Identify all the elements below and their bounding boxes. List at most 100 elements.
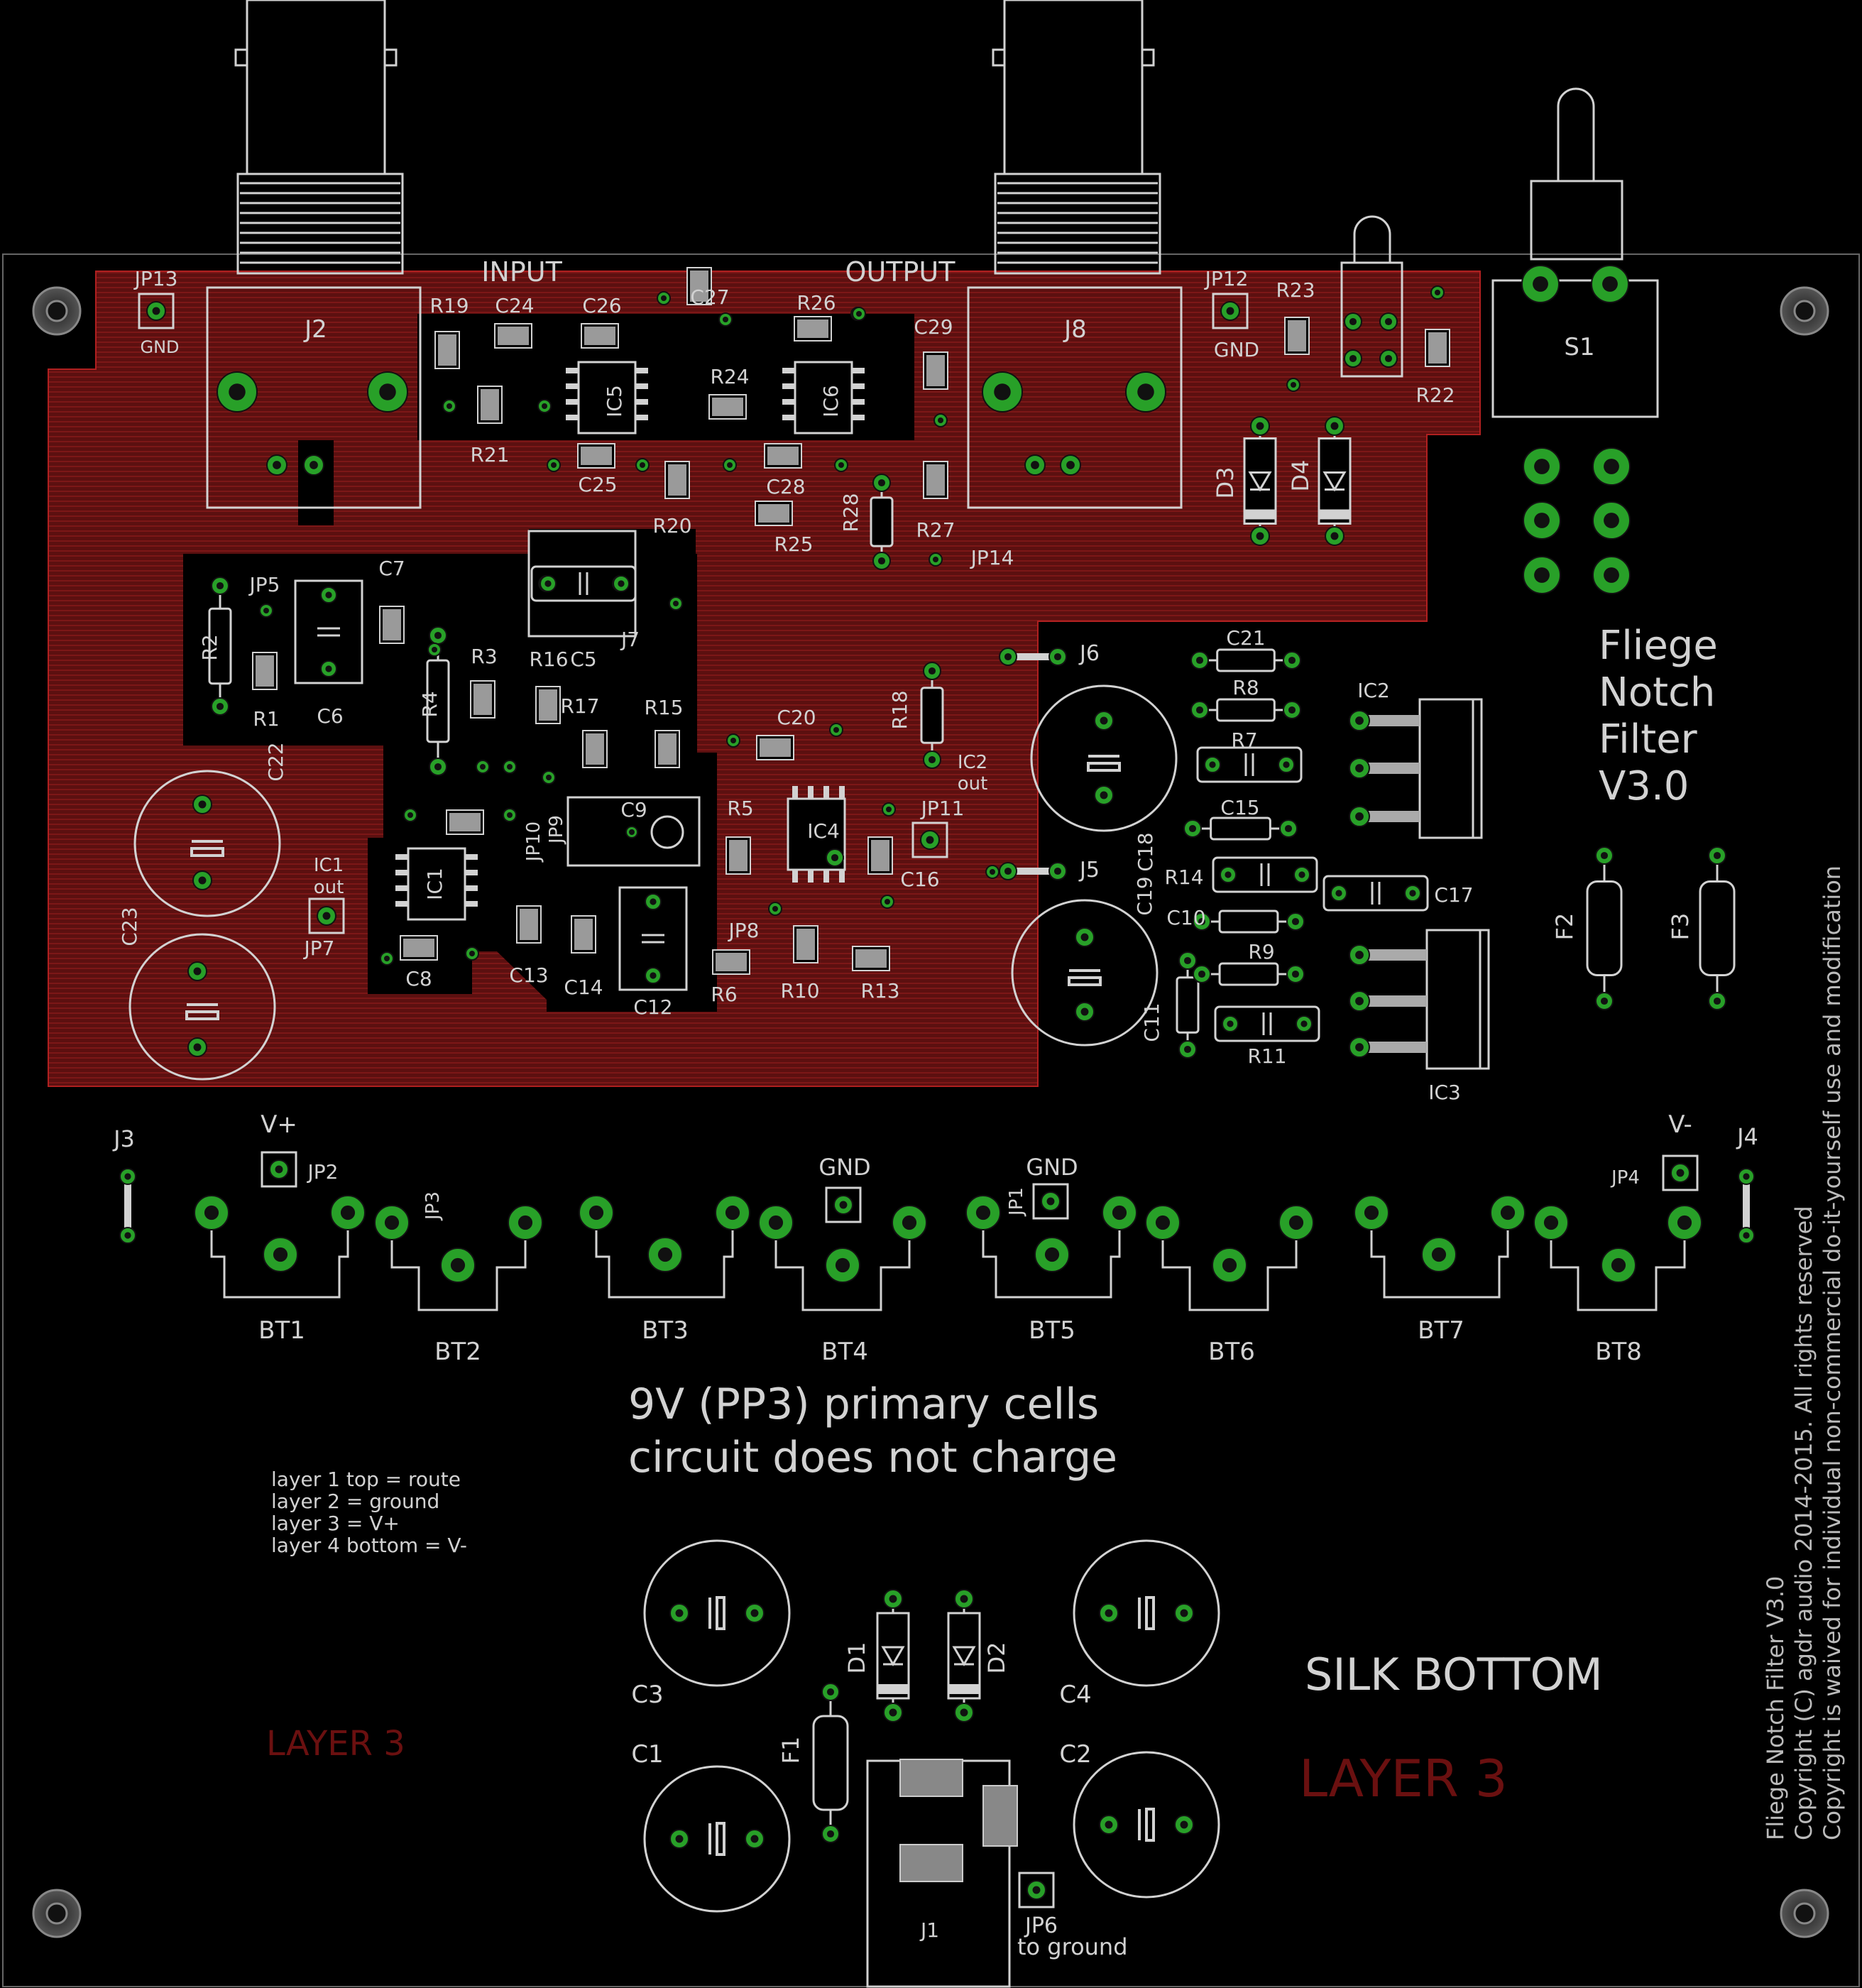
smd-body-part2 — [584, 327, 615, 345]
led-pad-1-drill — [1384, 317, 1393, 326]
axial-body-r4 — [426, 659, 450, 743]
ecap-pad-3-drill — [193, 1043, 202, 1052]
battery-pad-6-drill — [588, 1205, 604, 1220]
layer-note: layer 1 top = route layer 2 = ground lay… — [271, 1468, 467, 1557]
pad-f3-a-drill — [1713, 851, 1721, 860]
ecap-pad-8-drill — [675, 1609, 684, 1617]
label-r17: R17 — [560, 694, 599, 718]
smd-body-part30 — [449, 813, 481, 831]
label-j8: J8 — [1063, 315, 1087, 344]
ecap-pad-14-drill — [1105, 1820, 1113, 1829]
smd-body-part12 — [926, 464, 945, 496]
label-c23: C23 — [118, 907, 141, 946]
battery-pad-11-drill — [835, 1257, 850, 1273]
pad-f3-b-drill — [1713, 997, 1721, 1005]
label-jp5: JP5 — [248, 573, 280, 596]
label-r25: R25 — [774, 532, 813, 556]
switch-pad-1-drill — [1602, 276, 1618, 292]
via-7-drill — [542, 403, 547, 409]
battery-pad-5-drill — [450, 1257, 466, 1273]
ecap-pad-15-drill — [1180, 1820, 1188, 1829]
ecap-pad-5-drill — [1100, 791, 1108, 799]
label-d2: D2 — [983, 1642, 1010, 1674]
via-12-drill — [933, 557, 938, 562]
pad-d2-a-drill — [960, 1595, 968, 1603]
battery-pad-14-drill — [1044, 1247, 1060, 1262]
bnc-gnd-pad-1-drill — [310, 461, 318, 469]
smd-body-part20 — [658, 733, 677, 765]
axial-body-r28 — [870, 496, 894, 547]
via-1-drill — [723, 317, 728, 322]
via-18-drill — [407, 812, 413, 818]
panel-label-output: OUTPUT — [845, 256, 956, 288]
led-pad-2-drill — [1349, 354, 1357, 363]
toggle-switch-s1 — [1491, 87, 1659, 418]
wire-jumper-pad-a-1-drill — [1004, 867, 1012, 875]
smd-body-part24 — [520, 909, 538, 940]
axial-body-r2 — [208, 607, 232, 685]
bnc-pad-1-drill — [379, 383, 396, 400]
jumper-pad-1-drill — [1226, 307, 1234, 315]
pad-r12-2-drill — [1183, 1045, 1192, 1054]
pad-f2-b-drill — [1600, 997, 1609, 1005]
bnc-connector-j2 — [206, 0, 422, 509]
jumper-outline-7 — [1032, 1183, 1069, 1220]
film-cap-pad-b-3-drill — [1409, 890, 1416, 897]
film-cap-c6 — [294, 579, 363, 684]
film-cap-pad-b-4-drill — [1300, 1020, 1308, 1027]
pad-r18-1-drill — [928, 667, 936, 675]
bnc-connector-j8 — [967, 0, 1183, 509]
label-r7: R7 — [1231, 728, 1257, 752]
smd-body-part18 — [539, 689, 557, 721]
copyright-line-2: Copyright (C) agdr audio 2014-2015. All … — [1790, 1206, 1817, 1840]
smd-body-part3 — [690, 271, 708, 302]
pad-d1-k-drill — [889, 1708, 897, 1717]
label-d3: D3 — [1212, 467, 1239, 499]
via-22-drill — [833, 727, 839, 733]
jumper-pad-0-drill — [152, 307, 160, 315]
regulator-pad-1-drill — [1355, 764, 1364, 772]
bnc-pad-2-drill — [994, 383, 1011, 400]
fuse-body-f3 — [1699, 880, 1736, 976]
wire-link-pad-b-0-drill — [124, 1232, 131, 1239]
label-c6: C6 — [317, 704, 343, 728]
pad-f2-a-drill — [1600, 851, 1609, 860]
fuse-body-f2 — [1586, 880, 1623, 976]
label-ic4: IC4 — [807, 819, 840, 843]
label-j3: J3 — [112, 1125, 135, 1152]
pad-c21-a-drill — [544, 580, 552, 587]
label-out: out — [958, 773, 988, 794]
title-line-4: V3.0 — [1599, 763, 1689, 809]
battery-pad-9-drill — [768, 1215, 784, 1230]
label-gnd: GND — [1214, 338, 1259, 361]
label-bt2: BT2 — [434, 1338, 481, 1366]
via-29-drill — [1435, 290, 1440, 295]
via-19-drill — [507, 812, 513, 818]
diode-band-d4 — [1319, 509, 1350, 520]
label-c10: C10 — [1166, 906, 1205, 929]
label-ic1: IC1 — [314, 855, 344, 876]
smd-body-part8 — [581, 447, 612, 465]
film-cap-3 — [1322, 875, 1429, 912]
battery-pad-10-drill — [902, 1215, 917, 1230]
jumper-outline-4 — [1018, 1872, 1055, 1908]
jumper-pad-6-drill — [839, 1201, 848, 1209]
diode-band-d3 — [1244, 509, 1276, 520]
label-r5: R5 — [727, 797, 753, 820]
via-23-drill — [886, 807, 892, 812]
label-c1: C1 — [631, 1740, 663, 1769]
pad-filt1-1-drill — [1195, 706, 1204, 714]
ecap-pad-1-drill — [198, 876, 207, 885]
label-c14: C14 — [564, 976, 603, 999]
bnc-gnd-pad-2-drill — [1031, 461, 1039, 469]
label-r1: R1 — [253, 707, 279, 731]
label-c19: C19 — [1133, 876, 1156, 915]
ic-packages — [407, 361, 853, 921]
label-r16: R16 — [529, 648, 568, 671]
label-bt1: BT1 — [258, 1316, 305, 1345]
label-gnd: GND — [140, 337, 179, 357]
bnc-gnd-pad-0-drill — [273, 461, 281, 469]
through-hole-pads — [119, 265, 1755, 1900]
pad-f1-a-drill — [826, 1688, 835, 1696]
axial-body-r18 — [920, 687, 944, 744]
